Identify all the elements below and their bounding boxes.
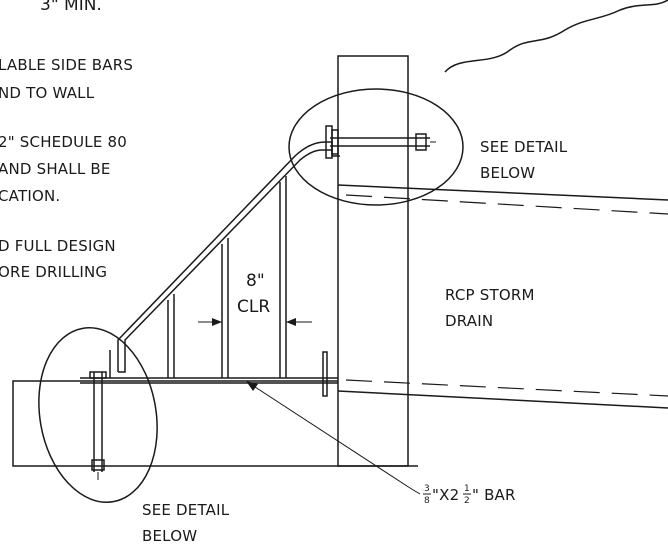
bar-width-prefix: "X2	[432, 486, 459, 504]
bar-width-frac-numerator: 1	[464, 484, 470, 494]
clear-spacing-label: CLR	[237, 297, 270, 317]
inclined-bar-bottom-bend	[118, 350, 126, 373]
note-line-6: D FULL DESIGN	[0, 237, 116, 255]
inclined-bar-upper	[124, 149, 332, 350]
detail-callout-top	[288, 88, 464, 206]
detail-callout-bottom	[38, 327, 158, 503]
note-line-3: 2" SCHEDULE 80	[0, 133, 127, 151]
bar-thick-denominator: 8	[424, 496, 430, 506]
pipe-top-inner-dashed	[345, 194, 668, 215]
pipe-top-edge	[337, 184, 668, 201]
note-line-4: AND SHALL BE	[0, 160, 111, 178]
bar-size-suffix: " BAR	[472, 486, 516, 504]
inclined-bar-lower	[117, 141, 332, 372]
top-anchor-bolt	[325, 125, 436, 159]
rcp-label-line1: RCP STORM	[445, 286, 535, 304]
headwall	[337, 55, 409, 467]
rcp-label-line2: DRAIN	[445, 312, 493, 330]
note-line-7: ORE DRILLING	[0, 263, 107, 281]
pipe-bottom-edge	[337, 390, 668, 409]
vertical-side-bars	[109, 176, 287, 378]
general-notes: LABLE SIDE BARS ND TO WALL 2" SCHEDULE 8…	[0, 56, 133, 281]
note-top-partial: 3" MIN.	[40, 0, 102, 15]
pipe-bottom-inner-dashed	[345, 379, 668, 397]
bar-size-leader	[246, 381, 421, 495]
bar-size-label: 3 8 "X2 1 2 " BAR	[423, 484, 516, 506]
see-detail-bottom-line2: BELOW	[142, 527, 197, 545]
ground-break-line	[444, 0, 668, 73]
note-line-1: LABLE SIDE BARS	[0, 56, 133, 74]
bar-width-frac-denominator: 2	[464, 496, 470, 506]
bar-end-plate	[322, 351, 328, 397]
see-detail-top-line1: SEE DETAIL	[480, 138, 568, 156]
note-line-5: CATION.	[0, 187, 60, 205]
bottom-anchor-bolt	[89, 371, 107, 480]
bar-thick-numerator: 3	[424, 484, 430, 494]
footing-slab	[12, 380, 418, 467]
clear-spacing-value: 8"	[246, 271, 265, 291]
clear-spacing-dimension: 8" CLR	[198, 271, 312, 326]
see-detail-bottom-line1: SEE DETAIL	[142, 501, 230, 519]
see-detail-top-line2: BELOW	[480, 164, 535, 182]
note-line-2: ND TO WALL	[0, 84, 95, 102]
